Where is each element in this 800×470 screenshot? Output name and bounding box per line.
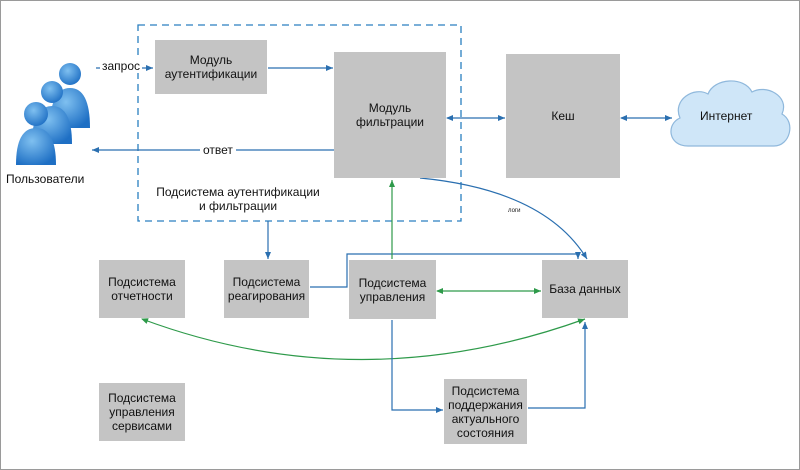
response-label: ответ: [200, 143, 236, 157]
cache-box: Кеш: [506, 54, 620, 178]
internet-cloud-icon: [670, 80, 791, 147]
reporting-database-arrow: [141, 318, 586, 361]
reporting-box: Подсистема отчетности: [99, 260, 185, 318]
database-box: База данных: [542, 260, 628, 318]
logs-arrow: [419, 177, 588, 260]
management-to-maintenance-arrow: [391, 320, 443, 413]
internet-label: Интернет: [700, 109, 753, 123]
filter-module-box: Модуль фильтрации: [334, 52, 446, 178]
auth-subsystem-label: Подсистема аутентификации и фильтрации: [156, 185, 320, 213]
request-label: запрос: [100, 59, 143, 73]
response-to-database-arrow: [310, 252, 581, 288]
maintenance-to-database-arrow: [528, 322, 588, 409]
maintenance-box: Подсистема поддержания актуального состо…: [444, 379, 527, 444]
response-subsystem-box: Подсистема реагирования: [224, 260, 309, 318]
users-icon: [16, 63, 90, 165]
auth-module-box: Модуль аутентификации: [155, 40, 267, 94]
logs-label: логи: [508, 208, 521, 214]
auth-subsystem-border: [137, 24, 462, 222]
management-box: Подсистема управления: [349, 260, 436, 319]
users-label: Пользователи: [6, 172, 85, 186]
services-box: Подсистема управления сервисами: [99, 383, 185, 441]
